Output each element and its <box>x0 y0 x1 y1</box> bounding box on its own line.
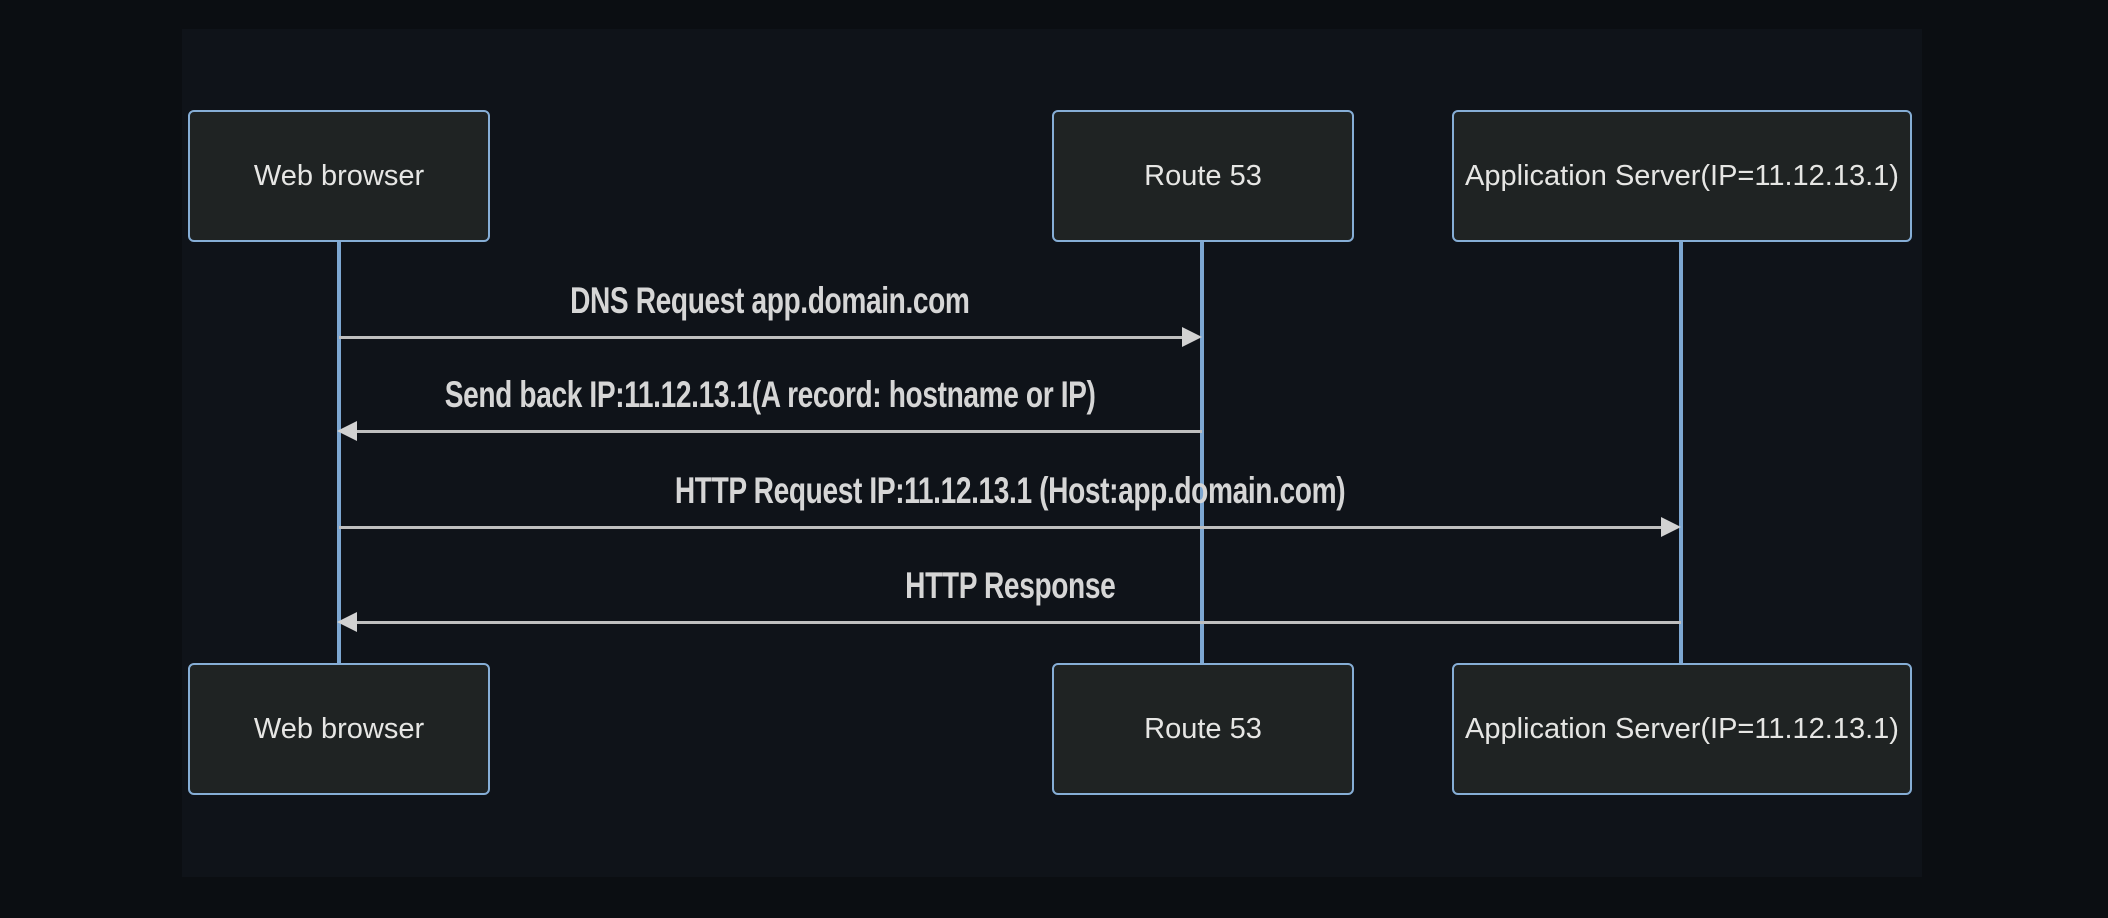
actor-label: Web browser <box>253 159 425 192</box>
message-4-arrowhead-left-icon <box>337 612 357 632</box>
lifeline-route53 <box>1200 242 1204 663</box>
message-1-label: DNS Request app.domain.com <box>570 280 970 321</box>
actor-box-web-browser-bottom: Web browser <box>188 663 490 795</box>
message-3-arrowhead-right-icon <box>1661 517 1681 537</box>
actor-label: Application Server(IP=11.12.13.1) <box>1465 159 1899 192</box>
message-3-line <box>339 526 1675 529</box>
message-1-arrowhead-right-icon <box>1182 327 1202 347</box>
message-4-label: HTTP Response <box>904 565 1116 606</box>
actor-label: Application Server(IP=11.12.13.1) <box>1465 712 1899 745</box>
actor-box-web-browser-top: Web browser <box>188 110 490 242</box>
actor-box-app-server-top: Application Server(IP=11.12.13.1) <box>1452 110 1912 242</box>
lifeline-app-server <box>1679 242 1683 663</box>
actor-label: Route 53 <box>1144 712 1262 745</box>
message-2-arrowhead-left-icon <box>337 421 357 441</box>
actor-box-route53-bottom: Route 53 <box>1052 663 1354 795</box>
actor-label: Route 53 <box>1144 159 1262 192</box>
actor-box-app-server-bottom: Application Server(IP=11.12.13.1) <box>1452 663 1912 795</box>
lifeline-web-browser <box>337 242 341 663</box>
message-1-line <box>339 336 1195 339</box>
actor-label: Web browser <box>253 712 425 745</box>
message-3-label: HTTP Request IP:11.12.13.1 (Host:app.dom… <box>674 470 1346 511</box>
message-4-line <box>343 621 1681 624</box>
message-2-label: Send back IP:11.12.13.1(A record: hostna… <box>444 374 1096 415</box>
message-2-line <box>343 430 1202 433</box>
actor-box-route53-top: Route 53 <box>1052 110 1354 242</box>
